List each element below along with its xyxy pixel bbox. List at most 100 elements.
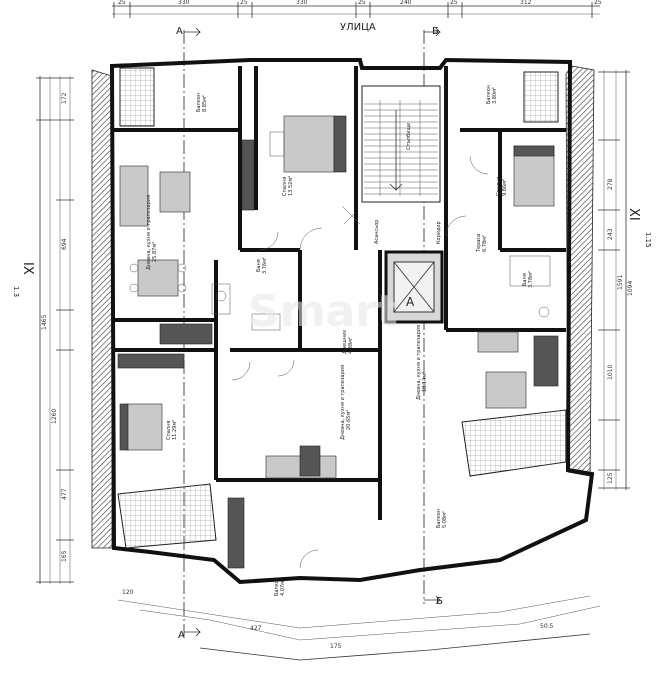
bathroom-right-fixtures (509, 255, 551, 318)
svg-text:4.07м²: 4.07м² (280, 579, 286, 596)
bed-bedroom-bottom-left (119, 403, 163, 451)
axis-label-right: XI (626, 208, 641, 221)
svg-text:Стълбище: Стълбище (406, 123, 412, 150)
stairwell (361, 85, 441, 203)
svg-text:11.29м²: 11.29м² (172, 420, 178, 440)
bathroom-left-fixtures (211, 283, 281, 331)
svg-text:Асансьор: Асансьор (374, 220, 380, 244)
wardrobe-top (241, 139, 255, 211)
left-dim-5: 165 (61, 550, 68, 562)
top-dim-1: 25 (118, 0, 126, 6)
right-dim-6: 125 (607, 472, 614, 484)
right-dimension-chain: 278 1591 1094 243 1010 125 (598, 70, 634, 490)
right-dim-2: 1591 (617, 275, 624, 290)
section-marker-b-top: Б (432, 26, 439, 37)
room-bath-top-left: Баня 3.76м² (256, 257, 268, 274)
section-marker-b-bottom: Б (436, 596, 443, 607)
bottom-dim-4: 50.5 (540, 623, 554, 630)
elevator-letter: A (406, 295, 415, 309)
svg-text:25.87м²: 25.87м² (152, 242, 158, 262)
svg-text:Спалня: Спалня (496, 177, 502, 196)
sofa-living-left (119, 165, 191, 227)
top-dim-3: 25 (240, 0, 248, 6)
room-balcony-bottom-center: Балкон 4.07м² (274, 577, 286, 596)
room-bedroom-right: Спалня 9.86м² (496, 177, 508, 196)
room-terrace: Тераса 6.78м² (476, 234, 488, 253)
bed-bedroom-right (513, 145, 555, 207)
kitchen-right (477, 331, 559, 409)
building-outline (109, 57, 595, 585)
svg-text:8.85м²: 8.85м² (202, 95, 208, 112)
bottom-dim-1: 120 (122, 589, 134, 596)
svg-text:5.08м²: 5.08м² (442, 511, 448, 528)
left-dim-2: 694 (61, 238, 68, 250)
svg-text:4.38м²: 4.38м² (348, 337, 354, 354)
room-living-top-left: Дневна, кухня и трапезария 25.87м² (146, 195, 158, 270)
top-dim-4: 330 (296, 0, 308, 6)
wardrobe-bottom-left (117, 353, 185, 369)
bottom-dim-3: 175 (330, 643, 342, 650)
right-dim-1: 278 (607, 178, 614, 190)
svg-text:3.76м²: 3.76м² (262, 257, 268, 274)
axis-sub-right: 1.15 (644, 232, 652, 248)
svg-text:Балкон: Балкон (274, 577, 280, 596)
watermark: Smart (248, 286, 398, 337)
terrace-grate-bottom-left (117, 483, 217, 549)
balcony-grate-bottom-right (461, 409, 567, 477)
right-dim-3: 1094 (627, 281, 634, 296)
room-bedroom-top: Спалня 13.52м² (282, 176, 294, 196)
top-dim-9: 25 (594, 0, 602, 6)
elevator: A (384, 250, 444, 324)
left-dim-6: 1260 (51, 409, 58, 424)
street-label: УЛИЦА (340, 22, 376, 33)
room-balcony-bottom-right: Балкон 5.08м² (436, 509, 448, 528)
svg-text:Дневна, кухня и трапезария: Дневна, кухня и трапезария (340, 365, 346, 440)
room-stair: Стълбище (406, 123, 412, 150)
svg-text:Спалня: Спалня (166, 421, 172, 440)
svg-text:Спалня: Спалня (282, 177, 288, 196)
section-marker-a-bottom: А (178, 630, 185, 641)
top-dim-7: 25 (450, 0, 458, 6)
balcony-grate-top-left (119, 67, 155, 127)
room-living-right: Дневна, кухня и трапезария 18.14м² (416, 325, 428, 400)
svg-text:3.80м²: 3.80м² (492, 87, 498, 104)
bed-bedroom-top (269, 115, 347, 173)
svg-text:Баня: Баня (256, 259, 262, 272)
left-dim-1: 172 (61, 92, 68, 104)
svg-text:Дневна, кухня и трапезария: Дневна, кухня и трапезария (146, 195, 152, 270)
left-dimension-chain: 172 694 1465 477 165 1260 (36, 76, 74, 584)
sofa-living-center (265, 445, 337, 479)
svg-text:Дневна, кухня и трапезария: Дневна, кухня и трапезария (416, 325, 422, 400)
room-bedroom-bottom-left: Спалня 11.29м² (166, 420, 178, 440)
neighbor-wall-right (565, 65, 595, 477)
top-dim-2: 330 (178, 0, 190, 6)
dining-table-left (129, 259, 187, 297)
kitchen-counter-center (227, 497, 245, 569)
svg-text:Балкон: Балкон (486, 85, 492, 104)
axis-label-left: IX (20, 262, 35, 275)
room-living-center: Дневна, кухня и трапезария 20.65м² (340, 365, 352, 440)
right-dim-4: 243 (607, 228, 614, 240)
room-balcony-top-right: Балкон 3.80м² (486, 85, 498, 104)
svg-text:18.14м²: 18.14м² (422, 372, 428, 392)
svg-text:6.78м²: 6.78м² (482, 235, 488, 252)
right-dim-5: 1010 (607, 365, 614, 380)
left-dim-4: 477 (61, 488, 68, 500)
top-dim-6: 240 (400, 0, 412, 6)
top-dim-8: 312 (520, 0, 532, 6)
room-corridor: Коридор (436, 221, 442, 244)
top-dim-5: 25 (358, 0, 366, 6)
room-closet: Дрешник 4.38м² (342, 330, 354, 354)
bottom-dim-2: 427 (250, 625, 262, 632)
axis-sub-left: 1.3 (12, 286, 20, 297)
room-balcony-top-left: Балкон 8.85м² (196, 93, 208, 112)
svg-text:Коридор: Коридор (436, 221, 442, 244)
svg-text:3.78м²: 3.78м² (528, 271, 534, 288)
kitchen-counter-left (159, 323, 213, 345)
svg-text:Балкон: Балкон (196, 93, 202, 112)
top-dimension-chain: 25 330 25 330 25 240 25 312 25 (112, 0, 602, 18)
svg-text:Тераса: Тераса (476, 234, 482, 253)
room-labels: Балкон 8.85м² Спалня 13.52м² Дневна, кух… (146, 85, 534, 596)
room-elevator: Асансьор (374, 220, 380, 244)
svg-text:13.52м²: 13.52м² (288, 176, 294, 196)
